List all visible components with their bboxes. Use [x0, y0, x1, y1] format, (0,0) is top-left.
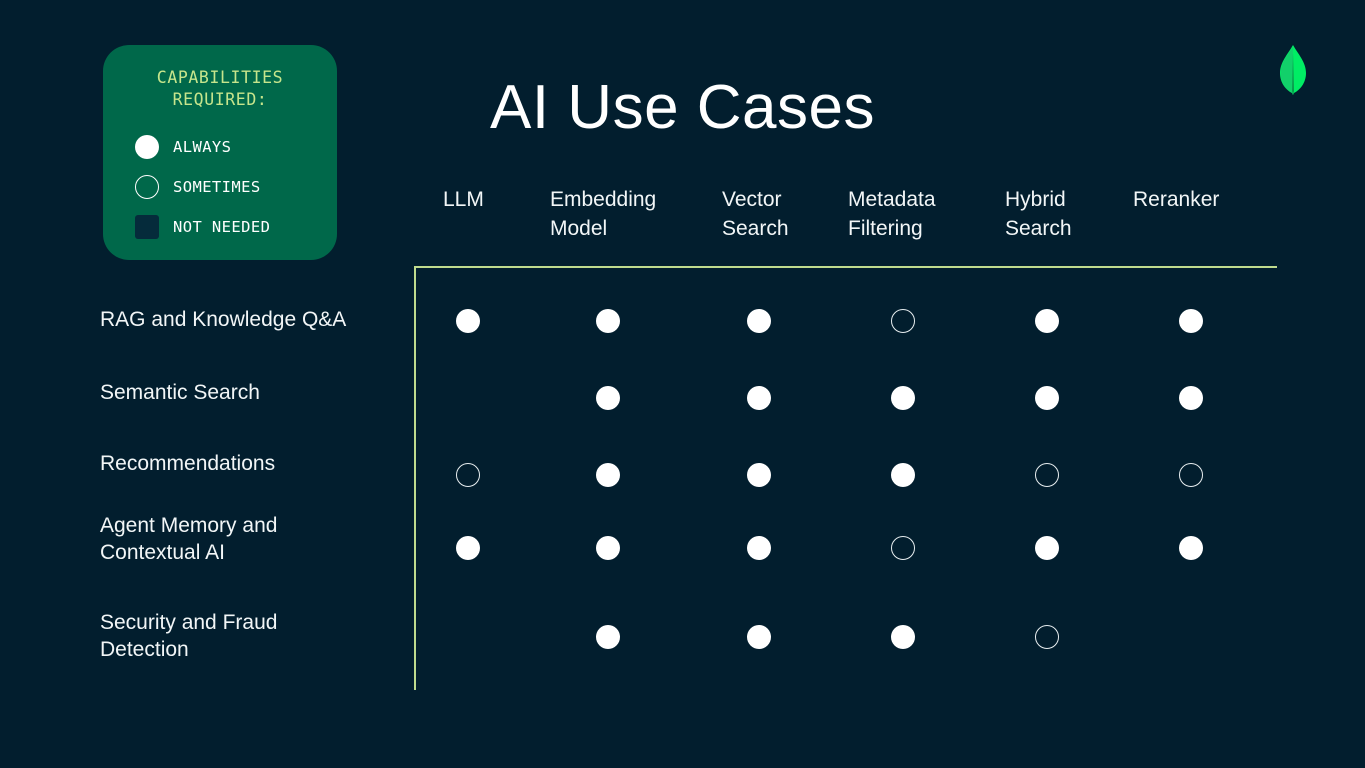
matrix-cell-sometimes [1035, 463, 1059, 487]
column-header: Hybrid Search [1005, 188, 1072, 240]
mongodb-leaf-icon [1276, 45, 1310, 95]
matrix-top-divider [415, 266, 1277, 268]
matrix-cell-always [596, 536, 620, 560]
matrix-cell-always [596, 309, 620, 333]
matrix-cell-always [747, 309, 771, 333]
legend-label-not-needed: NOT NEEDED [173, 218, 271, 236]
matrix-cell-always [1179, 536, 1203, 560]
hollow-circle-icon [135, 175, 159, 199]
filled-circle-icon [135, 135, 159, 159]
matrix-cell-always [891, 463, 915, 487]
matrix-cell-sometimes [1035, 625, 1059, 649]
matrix-cell-sometimes [891, 536, 915, 560]
capabilities-matrix: LLM Embedding Model Vector Search Metadata … [100, 185, 1280, 695]
page-title: AI Use Cases [490, 73, 876, 142]
matrix-cell-always [456, 536, 480, 560]
matrix-cell-always [747, 625, 771, 649]
legend-label-sometimes: SOMETIMES [173, 178, 261, 196]
matrix-cell-always [747, 536, 771, 560]
matrix-cell-always [1179, 309, 1203, 333]
column-header: Reranker [1133, 188, 1220, 211]
matrix-cell-always [747, 386, 771, 410]
legend-item-not-needed: NOT NEEDED [103, 207, 337, 247]
legend-item-always: ALWAYS [103, 127, 337, 167]
matrix-left-divider [414, 266, 416, 690]
matrix-cell-always [747, 463, 771, 487]
matrix-cell-always [1179, 386, 1203, 410]
matrix-cell-sometimes [456, 463, 480, 487]
legend-heading: CAPABILITIES REQUIRED: [156, 68, 284, 109]
matrix-cell-none [456, 386, 480, 410]
row-label: RAG and Knowledge Q&A [100, 308, 347, 331]
row-label: Recommendations [100, 452, 276, 475]
matrix-cell-none [1179, 625, 1203, 649]
column-header: LLM [443, 188, 484, 211]
matrix-cell-sometimes [891, 309, 915, 333]
matrix-cell-always [891, 625, 915, 649]
matrix-cell-always [1035, 309, 1059, 333]
legend-item-sometimes: SOMETIMES [103, 167, 337, 207]
matrix-cell-always [1035, 386, 1059, 410]
matrix-cell-always [596, 625, 620, 649]
matrix-cell-always [1035, 536, 1059, 560]
row-label: Semantic Search [100, 381, 260, 404]
column-header: Vector Search [722, 188, 789, 240]
matrix-cell-none [456, 625, 480, 649]
matrix-cell-sometimes [1179, 463, 1203, 487]
empty-square-icon [135, 215, 159, 239]
matrix-cell-always [596, 463, 620, 487]
row-label: Security and Fraud Detection [100, 611, 278, 661]
capabilities-legend-card: CAPABILITIES REQUIRED: ALWAYS SOMETIMES … [103, 45, 337, 260]
legend-label-always: ALWAYS [173, 138, 232, 156]
column-header: Metadata Filtering [848, 188, 936, 240]
matrix-cell-always [456, 309, 480, 333]
row-label: Agent Memory and Contextual AI [100, 514, 278, 564]
matrix-cell-always [891, 386, 915, 410]
column-header: Embedding Model [550, 188, 657, 240]
matrix-cell-always [596, 386, 620, 410]
